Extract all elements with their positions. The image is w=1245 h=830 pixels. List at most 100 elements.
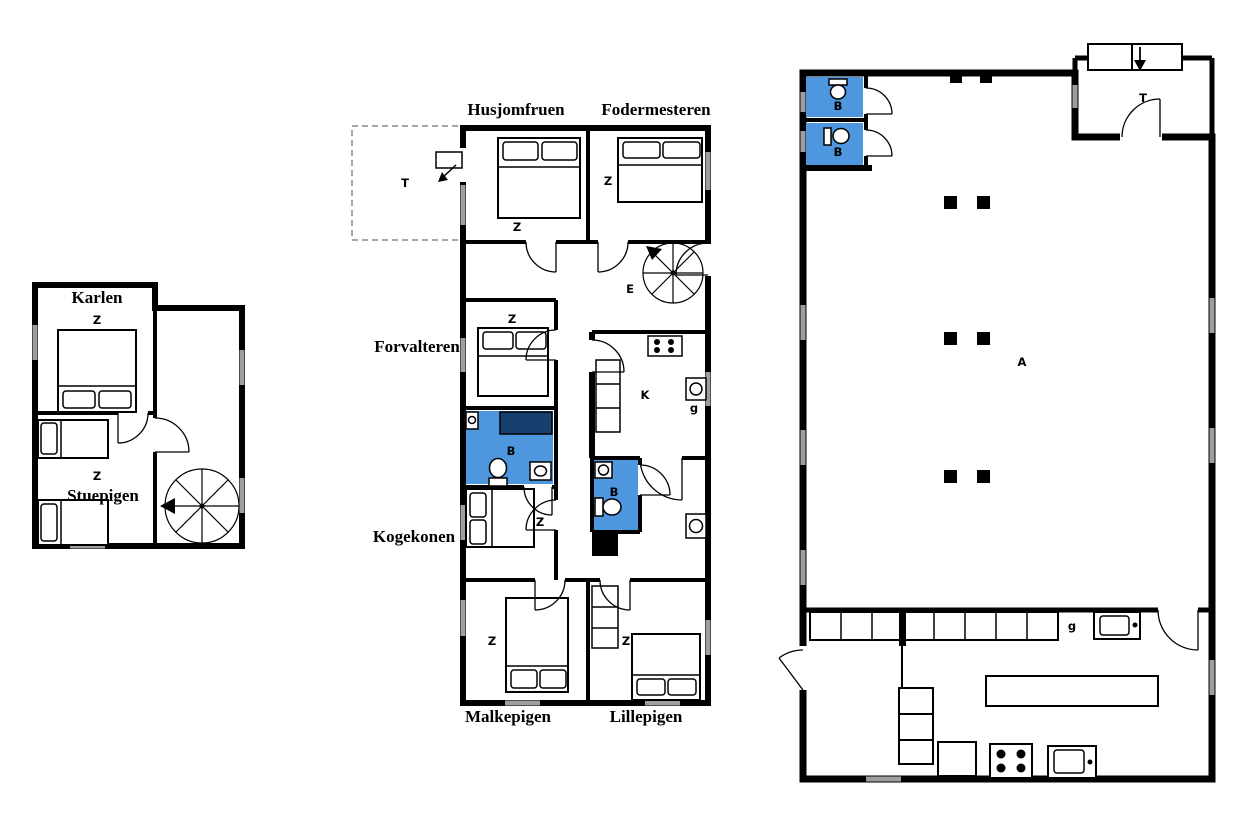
toilet-icon	[488, 457, 508, 487]
stair-arrow	[646, 246, 662, 260]
door-arc	[599, 579, 631, 611]
marker-z-fodermesteren: Z	[604, 174, 612, 188]
terrace-dashed	[351, 125, 464, 241]
right-inner-walls	[803, 73, 868, 168]
wall-gap	[1120, 132, 1162, 142]
door-arc	[154, 417, 190, 453]
marker-z-karlen: Z	[93, 313, 101, 327]
bath-bottom-fill	[806, 123, 863, 165]
counter-row	[809, 611, 1059, 641]
appliance-icon	[685, 513, 707, 539]
spiral-stair	[642, 242, 704, 304]
bath-upper-fixtures	[465, 411, 552, 487]
left-doors	[117, 412, 190, 453]
column	[977, 332, 990, 345]
wall-gap	[458, 148, 468, 182]
appliance-icon	[685, 377, 707, 401]
column	[944, 196, 957, 209]
door-arc	[525, 329, 557, 361]
lillepigen-wardrobe	[591, 585, 619, 649]
marker-z-husjomfruen: Z	[513, 220, 521, 234]
door-arc	[525, 241, 557, 273]
door-arc	[117, 412, 149, 444]
fodermesteren-bed	[617, 137, 703, 203]
stove-icon	[989, 743, 1033, 779]
spiral-stair	[160, 468, 240, 544]
stove-icon	[647, 335, 683, 357]
sink-icon	[529, 461, 552, 481]
label-karlen: Karlen	[72, 288, 124, 307]
middle-doors	[523, 241, 709, 611]
corner-sink-icon	[465, 411, 479, 430]
chimney-block	[592, 534, 618, 556]
toilet-icon	[823, 127, 850, 146]
left-inner-walls	[35, 308, 157, 546]
malkepigen-bed	[505, 597, 569, 693]
stuepigen-bed-1	[37, 419, 109, 459]
marker-g-kitchen: g	[1068, 619, 1076, 633]
bath-lower-fixtures	[594, 461, 622, 517]
door-arc	[525, 499, 557, 531]
sink-icon	[1047, 745, 1097, 779]
columns	[944, 75, 992, 483]
marker-b-bath-upper: B	[507, 444, 516, 458]
marker-t-terrace: T	[401, 176, 409, 190]
marker-b-bath-bottom: B	[834, 145, 843, 159]
column	[977, 470, 990, 483]
sink-icon	[594, 461, 613, 479]
label-husjomfruen: Husjomfruen	[467, 100, 565, 119]
column	[944, 332, 957, 345]
wall-post	[980, 75, 992, 83]
right-outer-wall	[799, 69, 1216, 783]
label-fodermesteren: Fodermesteren	[601, 100, 711, 119]
left-windows	[32, 325, 245, 549]
right-windows	[800, 85, 1215, 782]
marker-t-terrace: T	[1139, 91, 1147, 105]
lillepigen-bed	[631, 633, 701, 701]
column	[944, 470, 957, 483]
label-forvalteren: Forvalteren	[374, 337, 460, 356]
wall-post	[950, 75, 962, 83]
cabinet	[937, 741, 977, 777]
right-house: B B T A g	[778, 43, 1216, 783]
door-arc	[865, 87, 893, 115]
sink-icon	[1093, 611, 1141, 640]
wall-gap	[704, 244, 712, 276]
marker-z-malkepigen: Z	[488, 634, 496, 648]
marker-g-kitchen: g	[690, 401, 698, 415]
bathtub	[499, 411, 553, 435]
right-kitchen	[809, 611, 1159, 779]
marker-e-stairs: E	[626, 282, 634, 296]
marker-k-kitchen: K	[641, 388, 651, 402]
marker-z-kogekonen: Z	[536, 515, 544, 529]
terrace-arrow	[438, 172, 448, 182]
forvalteren-bed	[477, 327, 549, 397]
window-marker	[32, 325, 245, 549]
door-arc	[597, 241, 629, 273]
door-arc	[523, 486, 553, 516]
door-arc	[778, 649, 804, 691]
terrace-door	[435, 151, 463, 182]
marker-z-forvalteren: Z	[508, 312, 516, 326]
door-arc	[639, 464, 671, 496]
toilet-icon	[828, 78, 848, 100]
toilet-icon	[594, 497, 622, 517]
window-marker	[800, 85, 1215, 782]
door-arc	[865, 129, 893, 157]
kogekonen-bed	[465, 488, 535, 548]
label-lillepigen: Lillepigen	[610, 707, 683, 726]
marker-a-hall: A	[1018, 355, 1027, 369]
middle-house: Husjomfruen Fodermesteren Forvalteren Ko…	[351, 100, 712, 726]
husjomfruen-bed	[497, 137, 581, 219]
middle-windows	[460, 152, 711, 706]
marker-z-lillepigen: Z	[622, 634, 630, 648]
island-counter	[985, 675, 1159, 707]
wall-gap	[799, 646, 808, 690]
label-kogekonen: Kogekonen	[373, 527, 456, 546]
marker-b-bath-lower: B	[610, 485, 619, 499]
door-arc	[1157, 609, 1199, 651]
stair-arrow	[160, 498, 175, 514]
counter	[595, 359, 621, 433]
marker-z-stuepigen: Z	[93, 469, 101, 483]
